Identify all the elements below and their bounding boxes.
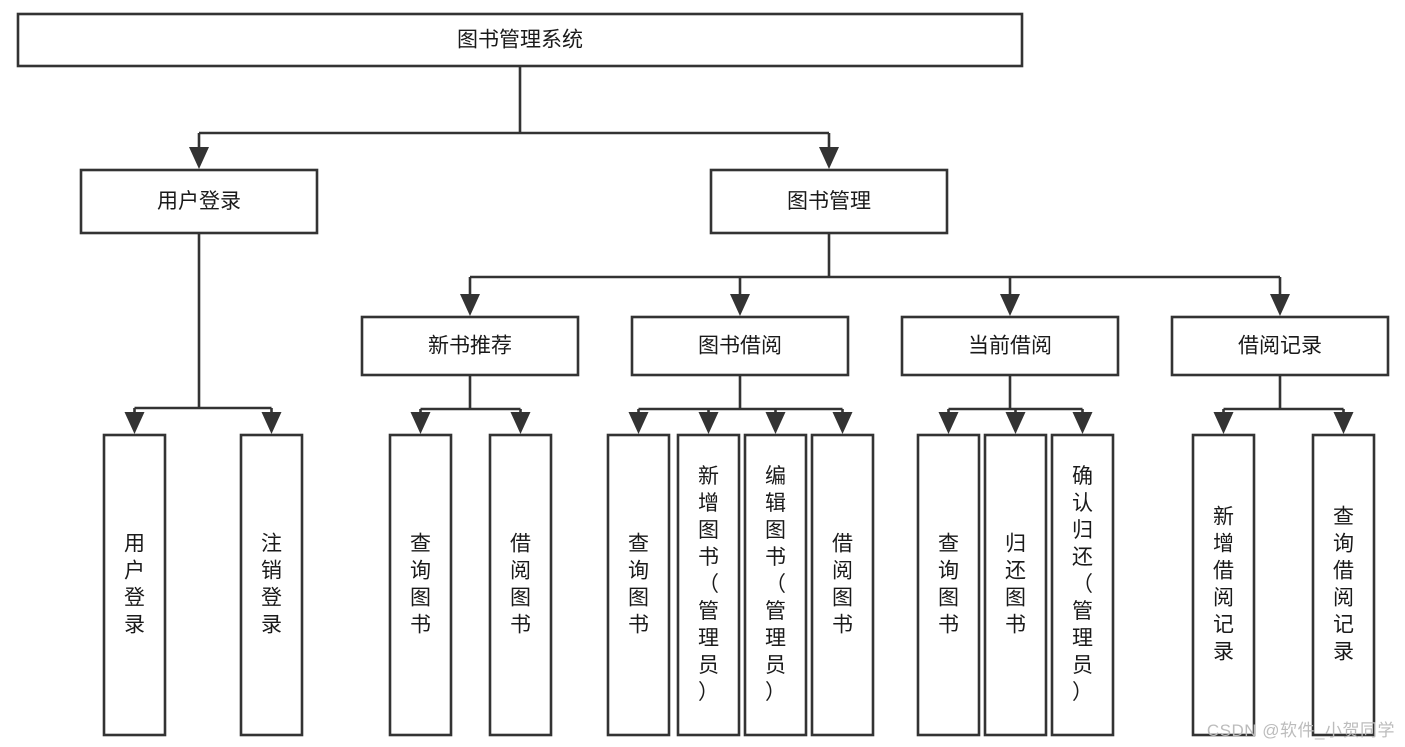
connector-root <box>189 66 839 169</box>
node-label: 查询图书 <box>938 532 959 636</box>
node-label: 用户登录 <box>124 532 145 636</box>
node-label: 查询借阅记录 <box>1333 505 1354 663</box>
node-leaf-cb-query[interactable]: 查询图书 <box>916 433 981 737</box>
node-leaf-user-logout[interactable]: 注销登录 <box>239 433 304 737</box>
node-label: 图书管理 <box>787 190 871 213</box>
connector-borrow-record <box>1213 375 1354 434</box>
node-label: 注销登录 <box>261 532 282 636</box>
nodes-layer: 图书管理系统用户登录图书管理新书推荐图书借阅当前借阅借阅记录用户登录注销登录查询… <box>16 12 1390 737</box>
node-leaf-bb-edit[interactable]: 编辑图书（管理员） <box>743 433 808 737</box>
node-leaf-rec-borrow[interactable]: 借阅图书 <box>488 433 553 737</box>
node-label: 图书管理系统 <box>457 29 583 52</box>
node-label: 查询图书 <box>410 532 431 636</box>
connector-new-book-rec <box>410 375 531 434</box>
node-leaf-br-query[interactable]: 查询借阅记录 <box>1311 433 1376 737</box>
node-user-login[interactable]: 用户登录 <box>79 168 319 235</box>
connector-user-login <box>124 233 282 434</box>
node-label: 编辑图书（管理员） <box>765 465 786 704</box>
node-label: 借阅图书 <box>510 532 531 636</box>
node-leaf-bb-borrow[interactable]: 借阅图书 <box>810 433 875 737</box>
node-label: 当前借阅 <box>968 335 1052 358</box>
node-borrow-record[interactable]: 借阅记录 <box>1170 315 1390 377</box>
node-label: 新书推荐 <box>428 335 512 358</box>
node-book-borrow[interactable]: 图书借阅 <box>630 315 850 377</box>
node-label: 归还图书 <box>1005 532 1026 636</box>
node-label: 新增图书（管理员） <box>698 465 719 704</box>
node-label: 确认归还（管理员） <box>1072 465 1093 704</box>
node-leaf-rec-query[interactable]: 查询图书 <box>388 433 453 737</box>
edges-layer <box>124 66 1354 434</box>
node-leaf-user-login[interactable]: 用户登录 <box>102 433 167 737</box>
node-book-mgmt[interactable]: 图书管理 <box>709 168 949 235</box>
connector-book-borrow <box>628 375 853 434</box>
node-leaf-br-add[interactable]: 新增借阅记录 <box>1191 433 1256 737</box>
node-label: 查询图书 <box>628 532 649 636</box>
node-label: 图书借阅 <box>698 335 782 358</box>
node-root[interactable]: 图书管理系统 <box>16 12 1024 68</box>
node-label: 用户登录 <box>157 190 241 213</box>
node-leaf-bb-query[interactable]: 查询图书 <box>606 433 671 737</box>
connector-book-mgmt <box>460 233 1290 316</box>
node-label: 借阅图书 <box>832 532 853 636</box>
node-leaf-bb-add[interactable]: 新增图书（管理员） <box>676 433 741 737</box>
connector-current-borrow <box>938 375 1093 434</box>
node-new-book-rec[interactable]: 新书推荐 <box>360 315 580 377</box>
node-leaf-cb-return[interactable]: 归还图书 <box>983 433 1048 737</box>
node-current-borrow[interactable]: 当前借阅 <box>900 315 1120 377</box>
node-label: 新增借阅记录 <box>1213 505 1234 663</box>
node-label: 借阅记录 <box>1238 335 1322 358</box>
node-leaf-cb-confirm[interactable]: 确认归还（管理员） <box>1050 433 1115 737</box>
